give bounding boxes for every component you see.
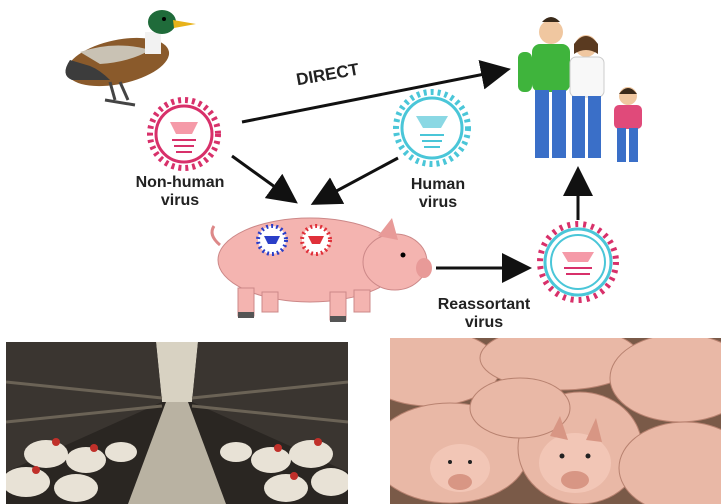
pig-farm-photo	[390, 338, 721, 504]
arrow-non-human-to-pig	[232, 156, 293, 200]
non-human-virus-icon	[150, 100, 218, 168]
poultry-farm-photo	[6, 342, 348, 504]
human-virus-label-line1: Human	[388, 176, 488, 194]
human-virus-label-line2: virus	[388, 194, 488, 212]
human-virus-icon	[396, 92, 468, 164]
non-human-virus-label: Non-human virus	[120, 174, 240, 210]
human-family-illustration	[518, 17, 642, 162]
reassortant-virus-label: Reassortant virus	[414, 296, 554, 332]
reassortant-virus-icon	[540, 224, 616, 300]
human-virus-label: Human virus	[388, 176, 488, 212]
reassortant-virus-label-line2: virus	[414, 314, 554, 332]
duck-illustration	[63, 10, 196, 105]
pig-illustration	[212, 218, 432, 322]
arrow-human-to-pig	[316, 158, 398, 202]
non-human-virus-label-line2: virus	[120, 192, 240, 210]
non-human-virus-label-line1: Non-human	[120, 174, 240, 192]
reassortant-virus-label-line1: Reassortant	[414, 296, 554, 314]
